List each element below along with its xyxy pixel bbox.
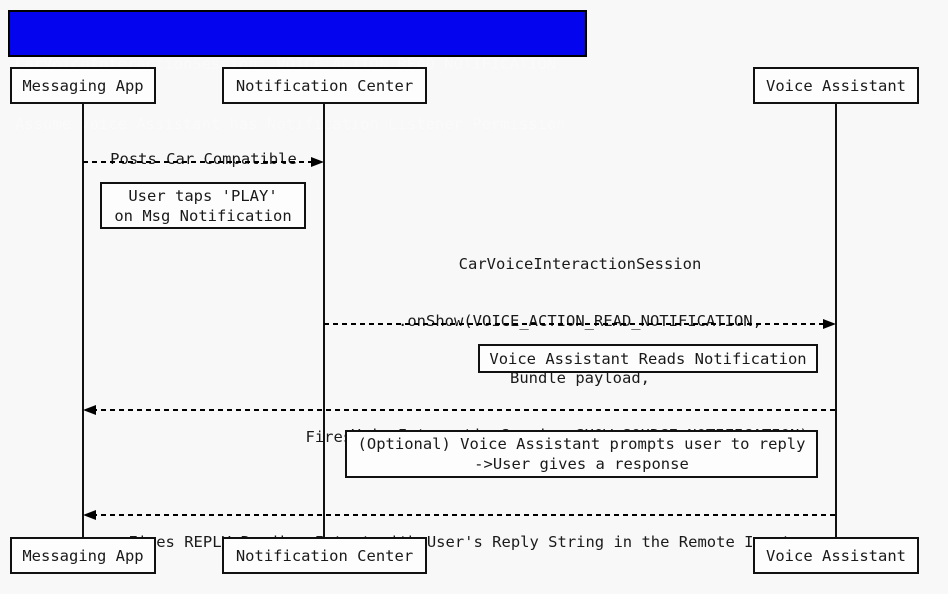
message-posts-line-1: Posts Car Compatible: [110, 150, 297, 168]
message-arrow-posts-notification: [83, 156, 324, 168]
actor-box-notification-center-top: Notification Center: [222, 67, 427, 104]
lifeline-voice-assistant: [835, 104, 837, 537]
message-reply-intent-line-1: Fires REPLY Pending Intent with User's R…: [128, 533, 791, 551]
arrow-head-right-icon: [823, 319, 836, 329]
arrow-shaft: [92, 409, 836, 411]
lifeline-notification-center: [323, 104, 325, 537]
note-optional-reply-prompt: (Optional) Voice Assistant prompts user …: [345, 430, 818, 478]
arrow-shaft: [92, 514, 836, 516]
actor-label-messaging-app-top: Messaging App: [22, 76, 144, 95]
actor-label-notification-center-top: Notification Center: [235, 76, 414, 95]
actor-box-voice-assistant-bottom: Voice Assistant: [753, 537, 919, 574]
message-onshow-line-2: .onShow(VOICE_ACTION_READ_NOTIFICATION,: [398, 312, 762, 330]
actor-label-voice-assistant-bottom: Voice Assistant: [766, 546, 906, 565]
diagram-title-line-2: Assume Voice Assistant has Notification …: [15, 115, 566, 133]
diagram-title: CarVoiceInteractionSession: VOICE_ACTION…: [8, 10, 587, 133]
note-voice-assistant-reads-line-1: Voice Assistant Reads Notification: [489, 349, 807, 368]
actor-box-notification-center-bottom: Notification Center: [222, 537, 427, 574]
arrow-head-right-icon: [311, 157, 324, 167]
message-arrow-reply-intent: [83, 509, 836, 521]
note-user-taps-play: User taps 'PLAY' on Msg Notification: [100, 182, 306, 229]
arrow-head-left-icon: [83, 510, 96, 520]
lifeline-messaging-app: [82, 104, 84, 537]
actor-box-messaging-app-top: Messaging App: [10, 67, 156, 104]
arrow-shaft: [83, 161, 315, 163]
message-onshow-line-3: Bundle payload,: [510, 369, 650, 387]
note-optional-reply-line-2: ->User gives a response: [474, 455, 689, 473]
note-user-taps-play-line-2: on Msg Notification: [114, 206, 292, 225]
message-arrow-mark-as-read: [83, 404, 836, 416]
arrow-shaft: [324, 323, 827, 325]
message-onshow-line-1: CarVoiceInteractionSession: [458, 255, 702, 273]
actor-label-messaging-app-bottom: Messaging App: [22, 546, 144, 565]
note-user-taps-play-line-1: User taps 'PLAY': [128, 186, 278, 205]
message-arrow-onshow: [324, 318, 836, 330]
actor-label-notification-center-bottom: Notification Center: [235, 546, 414, 565]
note-voice-assistant-reads: Voice Assistant Reads Notification: [478, 344, 818, 373]
arrow-head-left-icon: [83, 405, 96, 415]
actor-box-messaging-app-bottom: Messaging App: [10, 537, 156, 574]
note-optional-reply-line-1: (Optional) Voice Assistant prompts user …: [357, 435, 806, 453]
actor-box-voice-assistant-top: Voice Assistant: [753, 67, 919, 104]
actor-label-voice-assistant-top: Voice Assistant: [766, 76, 906, 95]
